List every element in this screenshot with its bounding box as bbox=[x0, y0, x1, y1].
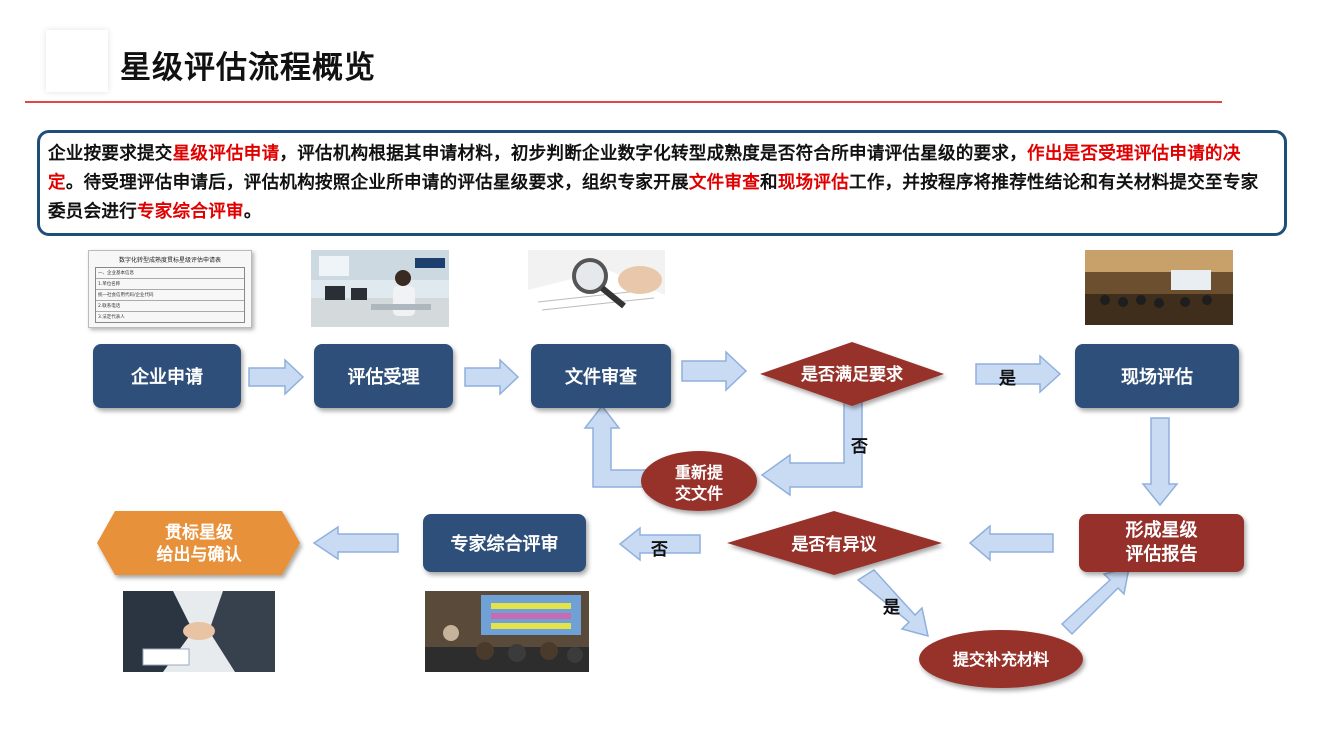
reception-office-image bbox=[311, 250, 449, 327]
intro-text: 工作，并按程序将推荐性结论和有关材料提交至专家委员会进行 bbox=[48, 173, 1259, 222]
title-divider bbox=[25, 101, 1222, 103]
intro-text: 和 bbox=[760, 173, 778, 193]
arrow-2-to-3 bbox=[464, 358, 520, 396]
report-label-line2: 评估报告 bbox=[1125, 544, 1198, 565]
decision-objection-label: 是否有异议 bbox=[792, 534, 878, 555]
supplement-label: 提交补充材料 bbox=[953, 650, 1049, 669]
intro-highlight: 星级评估申请 bbox=[172, 144, 280, 164]
intro-highlight: 现场评估 bbox=[777, 173, 850, 193]
resubmit-ellipse bbox=[641, 451, 757, 511]
step-enterprise-application: 企业申请 bbox=[93, 344, 241, 408]
page-title: 星级评估流程概览 bbox=[120, 50, 376, 86]
intro-description: 企业按要求提交星级评估申请，评估机构根据其申请材料，初步判断企业数字化转型成熟度… bbox=[37, 130, 1287, 236]
expert-review-image bbox=[425, 591, 589, 672]
intro-text: 企业按要求提交 bbox=[48, 144, 173, 164]
form-row: 一、企业基本信息 bbox=[96, 268, 244, 279]
arrow-no-to-review bbox=[618, 526, 701, 562]
intro-text: 。待受理评估申请后，评估机构按照企业所申请的评估星级要求，组织专家开展 bbox=[65, 173, 689, 193]
step-onsite-evaluation: 现场评估 bbox=[1075, 344, 1239, 408]
supplement-ellipse bbox=[919, 630, 1083, 688]
form-row: 2.联系电话 bbox=[96, 301, 244, 312]
resubmit-label-line2: 交文件 bbox=[675, 484, 723, 503]
report-label-line1: 形成星级 bbox=[1125, 520, 1198, 541]
title-logo-box bbox=[46, 30, 108, 92]
intro-highlight: 作出是否受理评估申请的决定 bbox=[48, 144, 1241, 193]
intro-highlight: 文件审查 bbox=[688, 173, 761, 193]
step-expert-review: 专家综合评审 bbox=[423, 514, 586, 572]
arrow-no-to-resubmit bbox=[760, 399, 863, 497]
arrow-yes-to-onsite bbox=[975, 354, 1062, 394]
arrow-1-to-2 bbox=[248, 358, 305, 396]
no-label-top: 否 bbox=[851, 437, 868, 457]
arrow-review-to-final bbox=[312, 525, 399, 561]
arrow-supplement-to-report bbox=[1060, 566, 1130, 636]
step-document-review: 文件审查 bbox=[531, 344, 671, 408]
decision-meets-requirements bbox=[760, 342, 944, 406]
no-label-bottom: 否 bbox=[651, 540, 668, 560]
onsite-meeting-image bbox=[1085, 250, 1233, 325]
arrow-report-to-decision2 bbox=[968, 524, 1054, 562]
step-generate-report: 形成星级 评估报告 bbox=[1079, 514, 1244, 572]
resubmit-label-line1: 重新提 bbox=[675, 463, 724, 482]
arrow-resubmit-to-review bbox=[583, 404, 663, 488]
step-evaluation-acceptance: 评估受理 bbox=[314, 344, 453, 408]
form-row: 统一社会信用代码/企业代码 bbox=[96, 290, 244, 301]
final-confirm-shape bbox=[97, 511, 300, 575]
yes-label-bottom: 是 bbox=[883, 598, 900, 618]
arrow-onsite-to-report bbox=[1141, 417, 1179, 507]
form-row: 1.单位名称 bbox=[96, 279, 244, 290]
document-review-image bbox=[528, 250, 665, 327]
final-confirm-label-line1: 贯标星级 bbox=[165, 522, 233, 543]
decision-meets-requirements-label: 是否满足要求 bbox=[801, 364, 903, 385]
intro-text: ，评估机构根据其申请材料，初步判断企业数字化转型成熟度是否符合所申请评估星级的要… bbox=[279, 144, 1028, 164]
handshake-image bbox=[123, 591, 275, 672]
intro-highlight: 专家综合评审 bbox=[137, 202, 244, 222]
final-confirm-label-line2: 给出与确认 bbox=[157, 544, 243, 565]
decision-objection bbox=[727, 511, 942, 575]
intro-text: 。 bbox=[243, 202, 262, 222]
arrow-3-to-decision bbox=[681, 350, 748, 392]
yes-label-top: 是 bbox=[999, 369, 1016, 389]
form-row: 3.法定代表人 bbox=[98, 315, 125, 320]
arrow-yes-to-supplement bbox=[856, 569, 929, 638]
form-title: 数字化转型成熟度贯标星级评估申请表 bbox=[118, 257, 221, 264]
